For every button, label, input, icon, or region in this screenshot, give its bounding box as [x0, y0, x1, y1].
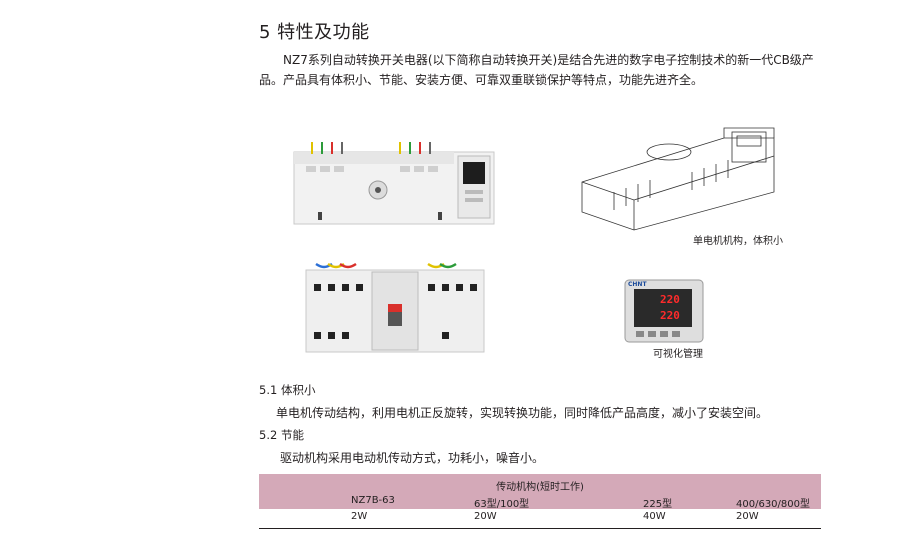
table-row: 2W 20W 40W 20W — [259, 509, 821, 529]
subsection-title-size: 5.1 体积小 — [259, 383, 316, 397]
subsection-text-energy: 驱动机构采用电动机传动方式，功耗小，噪音小。 — [280, 451, 545, 465]
display-photo: CHNT 220 220 — [624, 279, 704, 343]
header-cell: 63型/100型 — [474, 499, 530, 510]
mechanism-caption: 单电机机构，体积小 — [693, 236, 783, 247]
subsection-text-size: 单电机传动结构，利用电机正反旋转，实现转换功能，同时降低产品高度，减小了安装空间… — [276, 406, 769, 420]
header-cell: 225型 — [643, 499, 673, 510]
switch-front-photo — [290, 134, 500, 234]
mechanism-line-drawing — [574, 122, 794, 232]
table-cell: 40W — [643, 511, 666, 522]
subsection-title-energy: 5.2 节能 — [259, 428, 304, 442]
power-table: 传动机构(短时工作) NZ7B-63 63型/100型 225型 400/630… — [259, 474, 821, 529]
header-cell: 400/630/800型 — [736, 499, 810, 510]
table-cell: 20W — [474, 511, 497, 522]
brand-logo: CHNT — [628, 281, 647, 288]
table-header-row: NZ7B-63 63型/100型 225型 400/630/800型 — [259, 493, 821, 510]
table-cell: 20W — [736, 511, 759, 522]
section-title: 5 特性及功能 — [259, 22, 370, 43]
intro-paragraph: NZ7系列自动转换开关电器(以下简称自动转换开关)是结合先进的数字电子控制技术的… — [259, 53, 814, 87]
table-caption: 传动机构(短时工作) — [496, 482, 584, 493]
display-caption: 可视化管理 — [653, 349, 703, 360]
display-reading-2: 220 — [660, 309, 680, 322]
table-cell: 2W — [351, 511, 368, 522]
table-header: 传动机构(短时工作) NZ7B-63 63型/100型 225型 400/630… — [259, 474, 821, 510]
header-cell: NZ7B-63 — [351, 495, 395, 506]
display-reading-1: 220 — [660, 293, 680, 306]
switch-perspective-photo — [302, 262, 487, 354]
